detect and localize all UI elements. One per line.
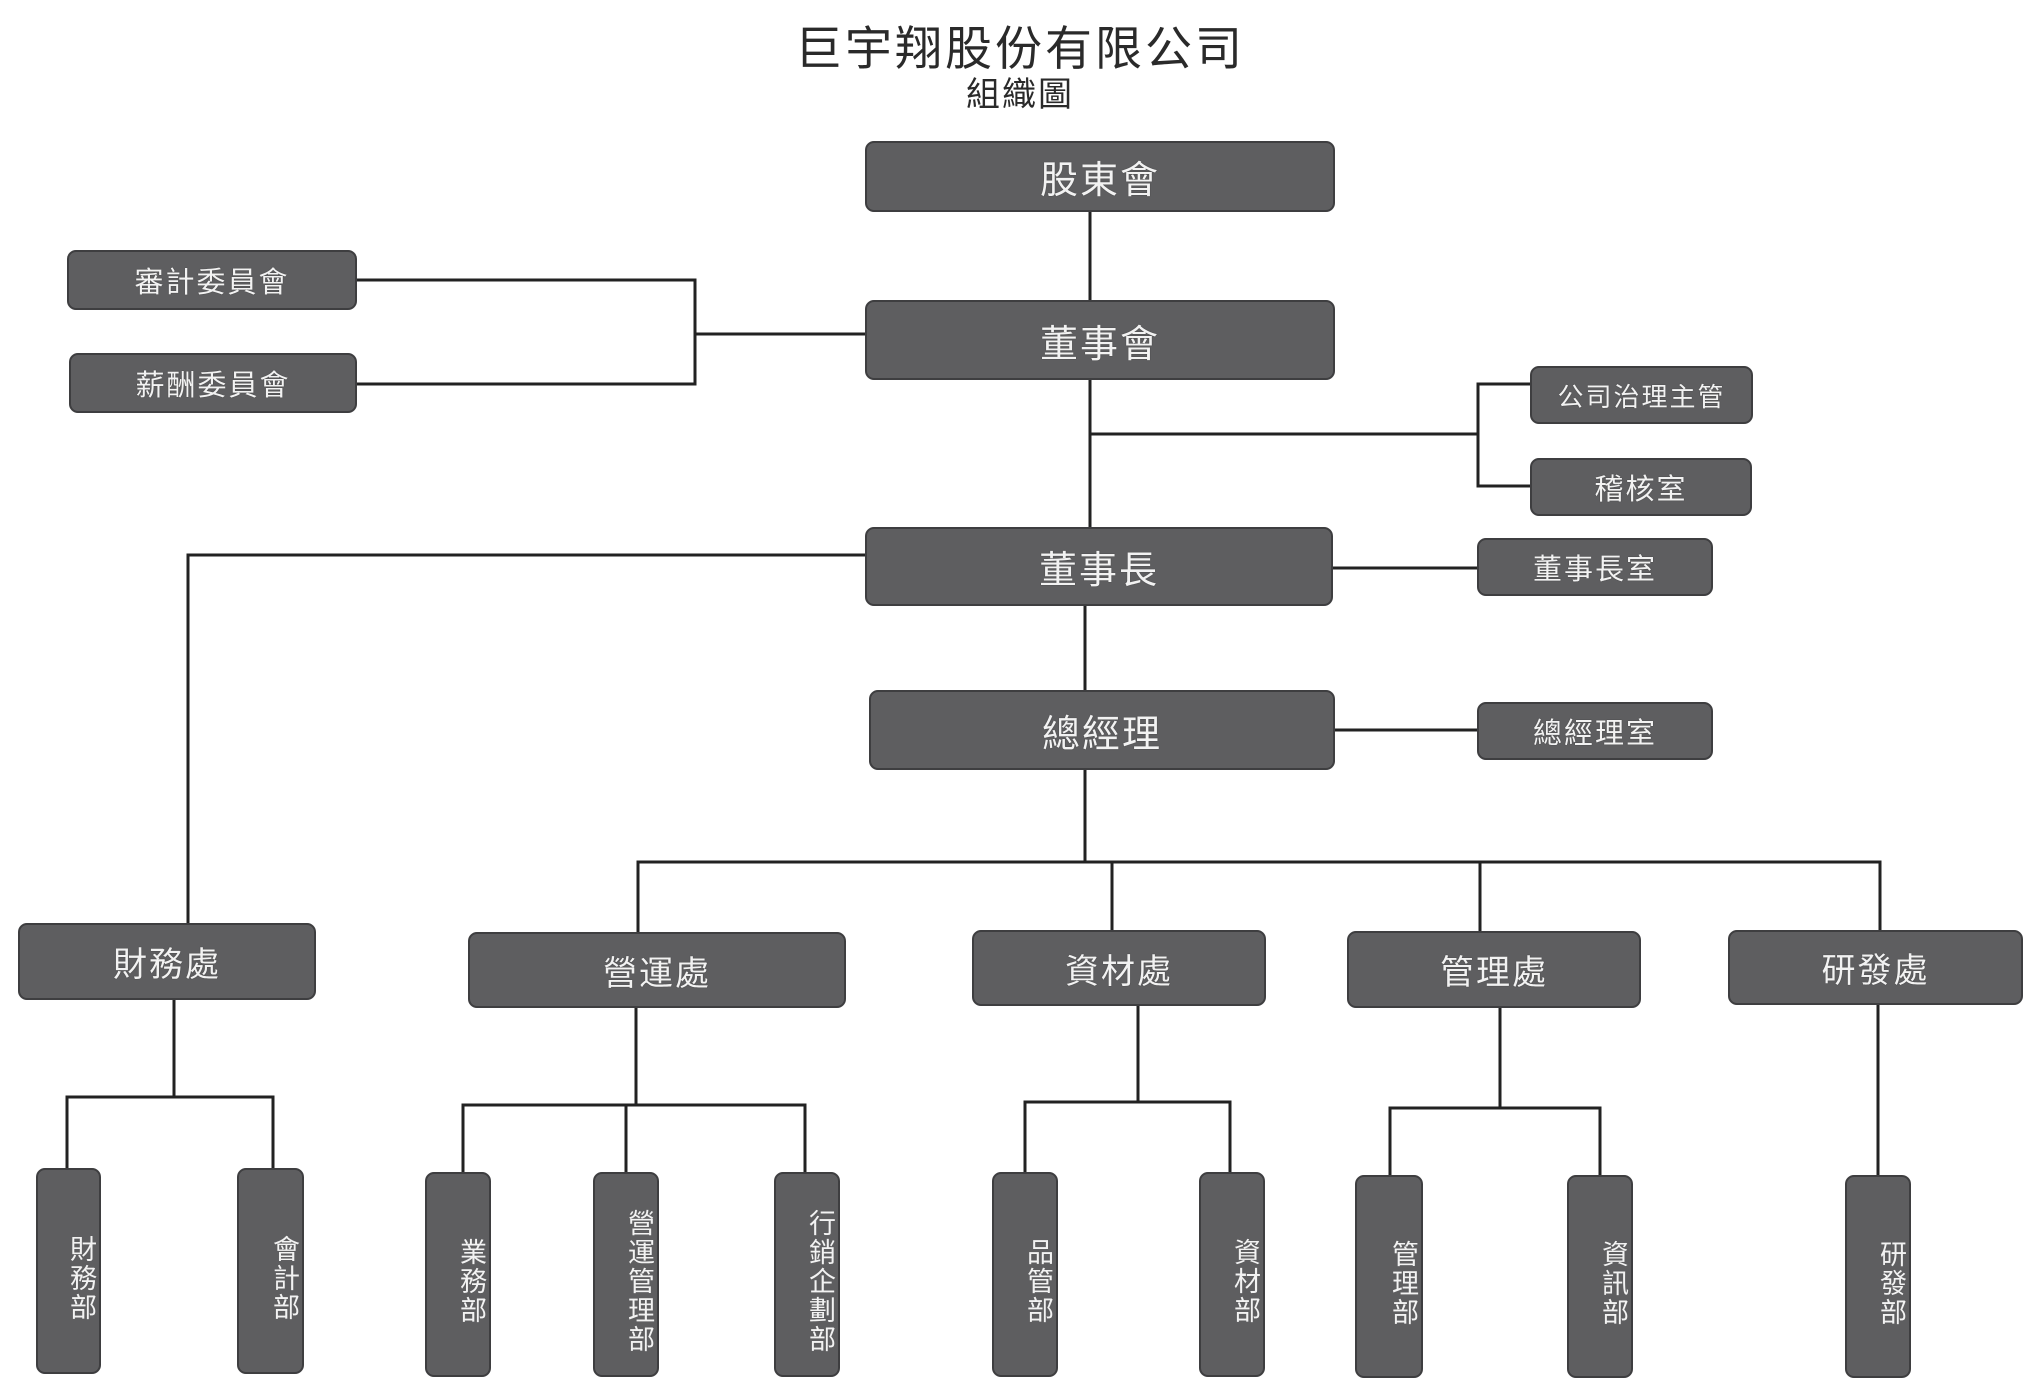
rd-dept-node: 研發部 (1845, 1175, 1911, 1378)
management-dept-node: 管理部 (1355, 1175, 1423, 1378)
ops-mgmt-dept-node: 營運管理部 (593, 1172, 659, 1377)
audit-committee-node: 審計委員會 (67, 250, 357, 310)
sales-dept-node: 業務部 (425, 1172, 491, 1377)
diagram-title: 巨宇翔股份有限公司 (795, 22, 1245, 77)
rd-division-node: 研發處 (1728, 930, 2023, 1005)
board-node: 董事會 (865, 300, 1335, 380)
chairman-office-node: 董事長室 (1477, 538, 1713, 596)
marketing-dept-node: 行銷企劃部 (774, 1172, 840, 1377)
remuneration-committee-node: 薪酬委員會 (69, 353, 357, 413)
operations-division-node: 營運處 (468, 932, 846, 1008)
governance-officer-node: 公司治理主管 (1530, 366, 1753, 424)
chairman-node: 董事長 (865, 527, 1333, 606)
it-dept-node: 資訊部 (1567, 1175, 1633, 1378)
finance-division-node: 財務處 (18, 923, 316, 1000)
accounting-dept-node: 會計部 (237, 1168, 304, 1374)
materials-division-node: 資材處 (972, 930, 1266, 1006)
audit-office-node: 稽核室 (1530, 458, 1752, 516)
qc-dept-node: 品管部 (992, 1172, 1058, 1377)
management-division-node: 管理處 (1347, 931, 1641, 1008)
shareholders-node: 股東會 (865, 141, 1335, 212)
materials-dept-node: 資材部 (1199, 1172, 1265, 1377)
gm-office-node: 總經理室 (1477, 702, 1713, 760)
finance-dept-node: 財務部 (36, 1168, 101, 1374)
general-manager-node: 總經理 (869, 690, 1335, 770)
diagram-subtitle: 組織圖 (966, 75, 1074, 115)
